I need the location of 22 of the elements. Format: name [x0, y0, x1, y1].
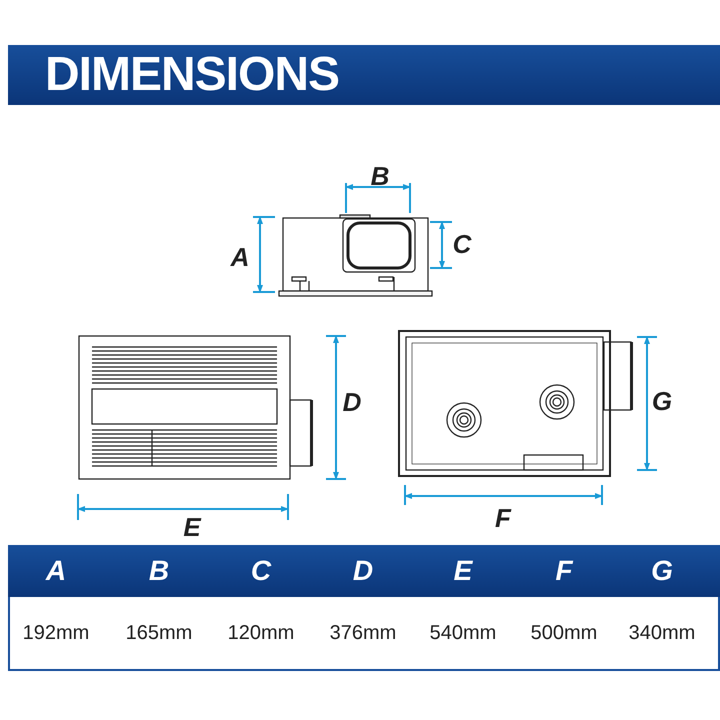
dimension-value: 120mm — [226, 621, 296, 646]
dimension-letter: G — [652, 387, 672, 415]
dimension-letter: B — [370, 162, 390, 190]
dimension-value: 500mm — [530, 621, 598, 646]
dimension-letter: D — [342, 388, 362, 416]
column-header: E — [452, 554, 474, 588]
dimension-value: 340mm — [628, 621, 696, 646]
column-header: G — [650, 554, 674, 588]
dimension-value: 540mm — [428, 621, 498, 646]
column-header: A — [44, 554, 68, 588]
column-header: D — [352, 554, 374, 588]
column-header: F — [554, 554, 574, 588]
dimension-value: 376mm — [328, 621, 398, 646]
dimension-letter: F — [495, 504, 511, 532]
dimension-letter: A — [230, 243, 250, 271]
dimension-value: 165mm — [124, 621, 194, 646]
column-header: B — [148, 554, 170, 588]
column-header: C — [250, 554, 272, 588]
dimension-value: 192mm — [22, 621, 90, 646]
title-text: DIMENSIONS — [45, 49, 340, 101]
dimension-letter: C — [452, 230, 472, 258]
dimension-letter: E — [183, 513, 201, 541]
